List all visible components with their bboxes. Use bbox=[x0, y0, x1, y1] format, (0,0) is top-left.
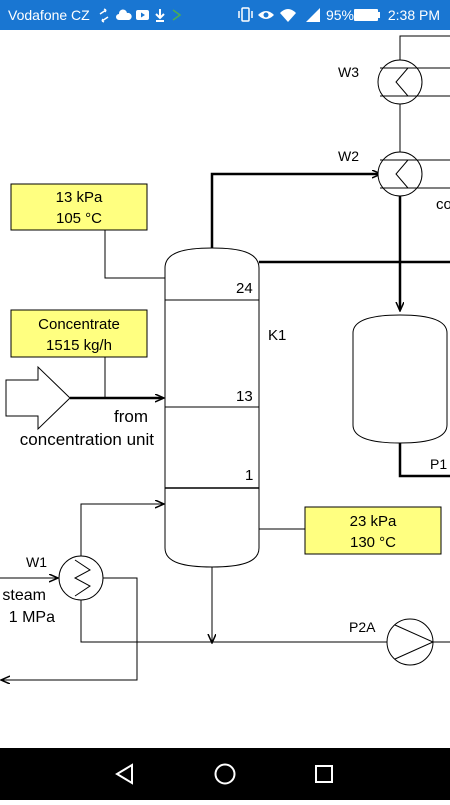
carrier-name: Vodafone CZ bbox=[8, 7, 90, 23]
coolant-label-cut: co bbox=[436, 196, 450, 213]
tray-label-bottom: 1 bbox=[245, 467, 253, 484]
diagram-canvas: K1 24 13 1 13 kPa 105 °C Concentrate 151… bbox=[0, 35, 450, 748]
vibrate-icon bbox=[238, 7, 253, 22]
signal-icon bbox=[306, 8, 320, 22]
arrow-icon bbox=[172, 9, 182, 21]
w2-label: W2 bbox=[338, 148, 359, 164]
top-info-connector bbox=[104, 230, 165, 279]
reboiler-return-line bbox=[80, 504, 163, 556]
battery-percent: 95% bbox=[325, 7, 354, 23]
clock: 2:38 PM bbox=[387, 7, 440, 23]
status-icons bbox=[99, 7, 380, 23]
steam-label-line2: 1 MPa bbox=[9, 609, 55, 626]
wifi-icon bbox=[280, 9, 296, 22]
bottom-info-temperature: 130 °C bbox=[350, 534, 396, 551]
top-info-box[interactable]: 13 kPa 105 °C bbox=[10, 183, 148, 231]
bottom-info-box[interactable]: 23 kPa 130 °C bbox=[304, 506, 442, 555]
receiver-outlet bbox=[398, 443, 450, 478]
w1-label: W1 bbox=[26, 554, 47, 570]
feed-flow: 1515 kg/h bbox=[46, 337, 112, 354]
heat-exchanger-w3[interactable] bbox=[377, 59, 423, 105]
sync-icon bbox=[99, 8, 109, 23]
column-k1[interactable] bbox=[164, 247, 260, 568]
bottoms-to-pump bbox=[80, 600, 387, 643]
pump-p2a[interactable] bbox=[386, 618, 435, 666]
column-label: K1 bbox=[268, 327, 286, 344]
recents-button[interactable] bbox=[295, 748, 355, 800]
reboiler-w1[interactable] bbox=[58, 555, 104, 601]
cloud-icon bbox=[116, 9, 132, 20]
home-icon bbox=[214, 763, 236, 785]
youtube-icon bbox=[136, 10, 149, 20]
heat-exchanger-w2[interactable] bbox=[377, 151, 423, 197]
top-info-temperature: 105 °C bbox=[56, 210, 102, 227]
top-info-pressure: 13 kPa bbox=[56, 189, 103, 206]
feed-info-box[interactable]: Concentrate 1515 kg/h bbox=[10, 309, 148, 358]
steam-label-line1: steam bbox=[2, 587, 46, 604]
recents-icon bbox=[315, 765, 333, 783]
feed-source-line2: concentration unit bbox=[20, 430, 154, 449]
home-button[interactable] bbox=[195, 748, 255, 800]
tray-label-middle: 13 bbox=[236, 388, 253, 405]
receiver-vessel[interactable] bbox=[352, 314, 448, 444]
bottom-info-pressure: 23 kPa bbox=[350, 513, 397, 530]
w3-vent-line bbox=[399, 35, 450, 60]
vapor-line bbox=[210, 174, 380, 248]
p2a-label: P2A bbox=[349, 619, 376, 635]
status-bar: Vodafone CZ bbox=[0, 0, 450, 30]
navigation-bar bbox=[0, 748, 450, 800]
process-diagram[interactable]: K1 24 13 1 13 kPa 105 °C Concentrate 151… bbox=[0, 30, 450, 748]
feed-inlet-arrow[interactable] bbox=[5, 365, 71, 431]
w3-label: W3 bbox=[338, 64, 359, 80]
eye-icon bbox=[258, 11, 274, 19]
tray-label-top: 24 bbox=[236, 280, 253, 297]
back-icon bbox=[115, 763, 133, 785]
feed-source-line1: from bbox=[114, 407, 148, 426]
condensate-outlet bbox=[2, 577, 138, 680]
back-button[interactable] bbox=[95, 748, 155, 800]
battery-icon bbox=[354, 9, 380, 21]
download-icon bbox=[155, 9, 165, 22]
p1-label: P1 bbox=[430, 456, 447, 472]
feed-name: Concentrate bbox=[38, 316, 120, 333]
